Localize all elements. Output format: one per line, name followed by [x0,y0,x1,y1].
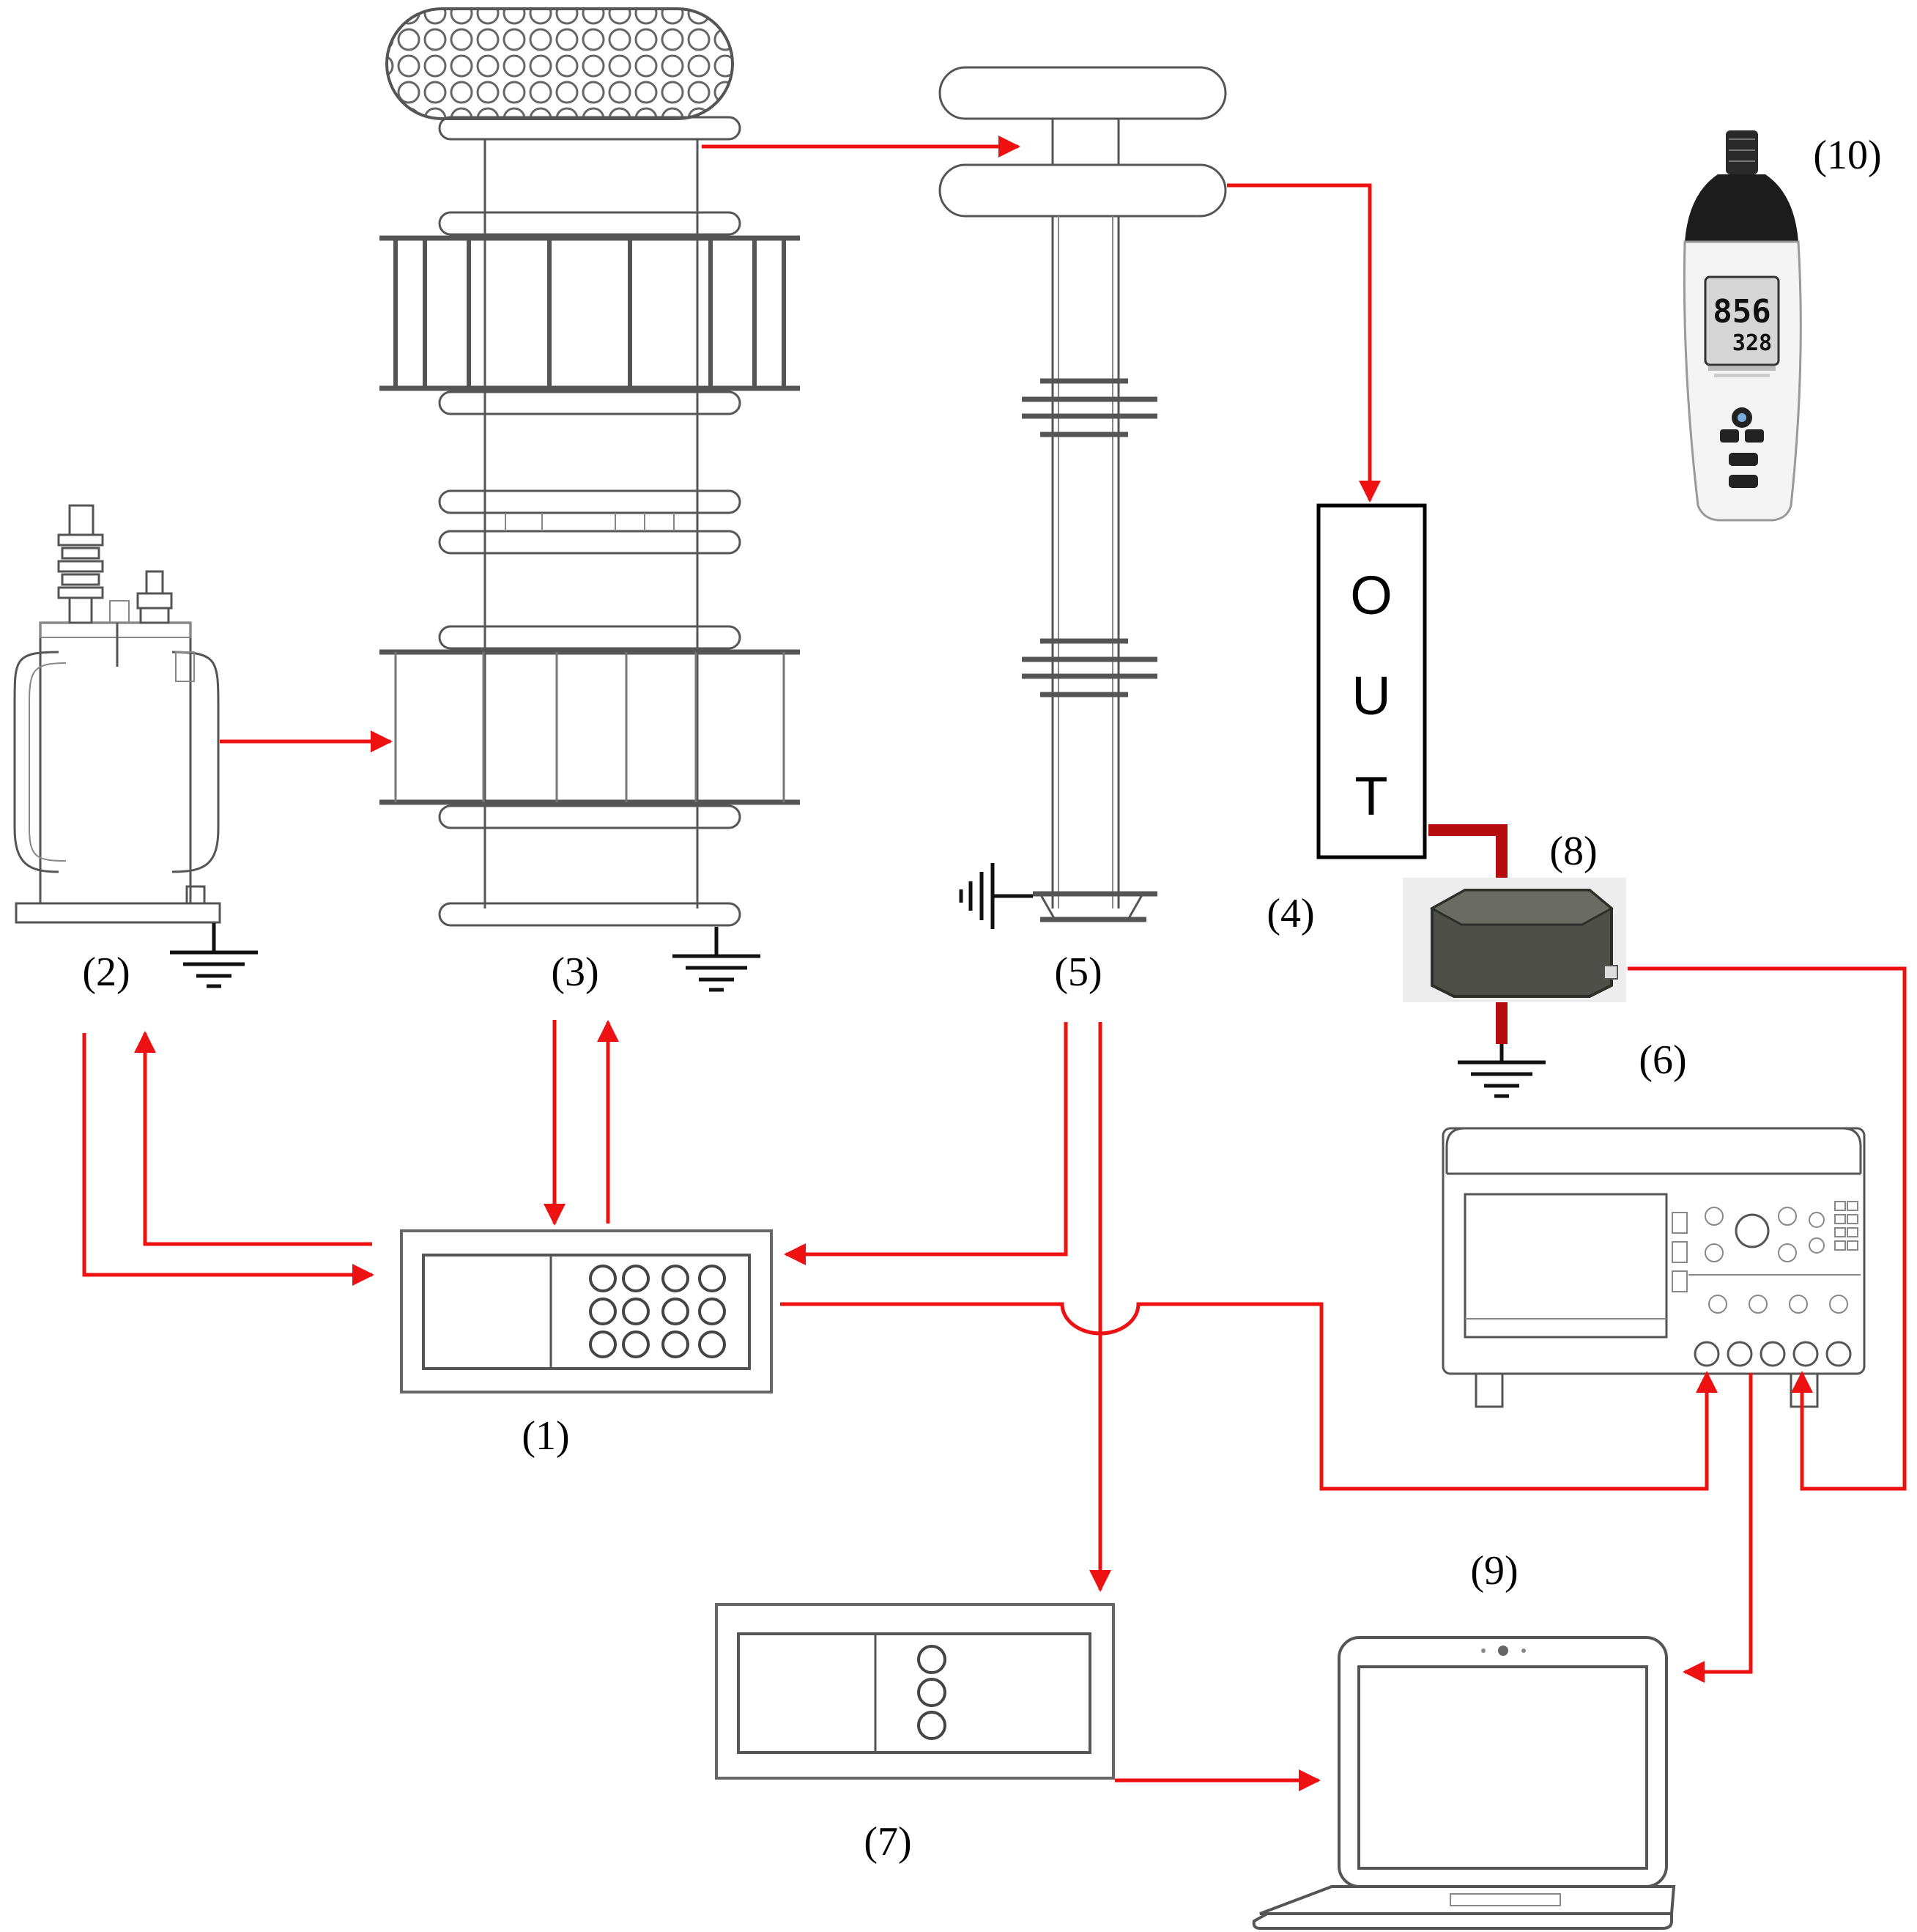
label-generator: (3) [551,950,598,995]
out-letter-t: T [1354,766,1387,826]
voltage-divider [938,66,1227,922]
wire-divider-to-out [1227,183,1381,503]
label-transformer: (2) [82,950,130,995]
measuring-unit [715,1603,1115,1780]
meter-reading-top: 856 [1713,293,1770,330]
label-control-panel: (1) [522,1413,569,1459]
ground-symbol-generator [672,927,760,992]
out-letter-u: U [1351,665,1390,726]
wire-divider-to-panel [784,1022,1068,1265]
thick-lead [1428,824,1508,1044]
label-current-transformer: (8) [1549,829,1597,874]
ground-symbol-transformer [170,923,258,988]
out-letter-o: O [1350,565,1393,626]
wire-oscilloscope-to-laptop [1683,1373,1753,1683]
current-transformer [1403,878,1626,1002]
hygrometer: 856 328 [1683,130,1802,522]
generator [379,7,800,927]
signal-wires [82,136,1907,1791]
label-sensor: (6) [1639,1037,1686,1083]
wire-ct-to-oscilloscope [1628,966,1907,1491]
oscilloscope [1442,1127,1866,1408]
ground-symbol-ct [1458,1044,1546,1098]
wire-panel-to-transformer [134,1031,372,1246]
label-laptop: (9) [1470,1548,1518,1594]
label-object-under-test: (4) [1267,891,1314,936]
wire-panel-to-oscilloscope [780,1302,1718,1491]
laptop [1252,1636,1676,1930]
label-divider: (5) [1054,950,1102,995]
control-panel [400,1229,773,1394]
label-measuring-unit: (7) [864,1819,911,1865]
wire-transformer-to-panel [82,1033,374,1286]
ground-symbol-divider [959,863,1033,929]
object-under-test-box: O U T [1316,503,1427,859]
label-hygrometer: (10) [1813,133,1881,178]
transformer [13,504,221,924]
meter-reading-bottom: 328 [1732,330,1772,356]
